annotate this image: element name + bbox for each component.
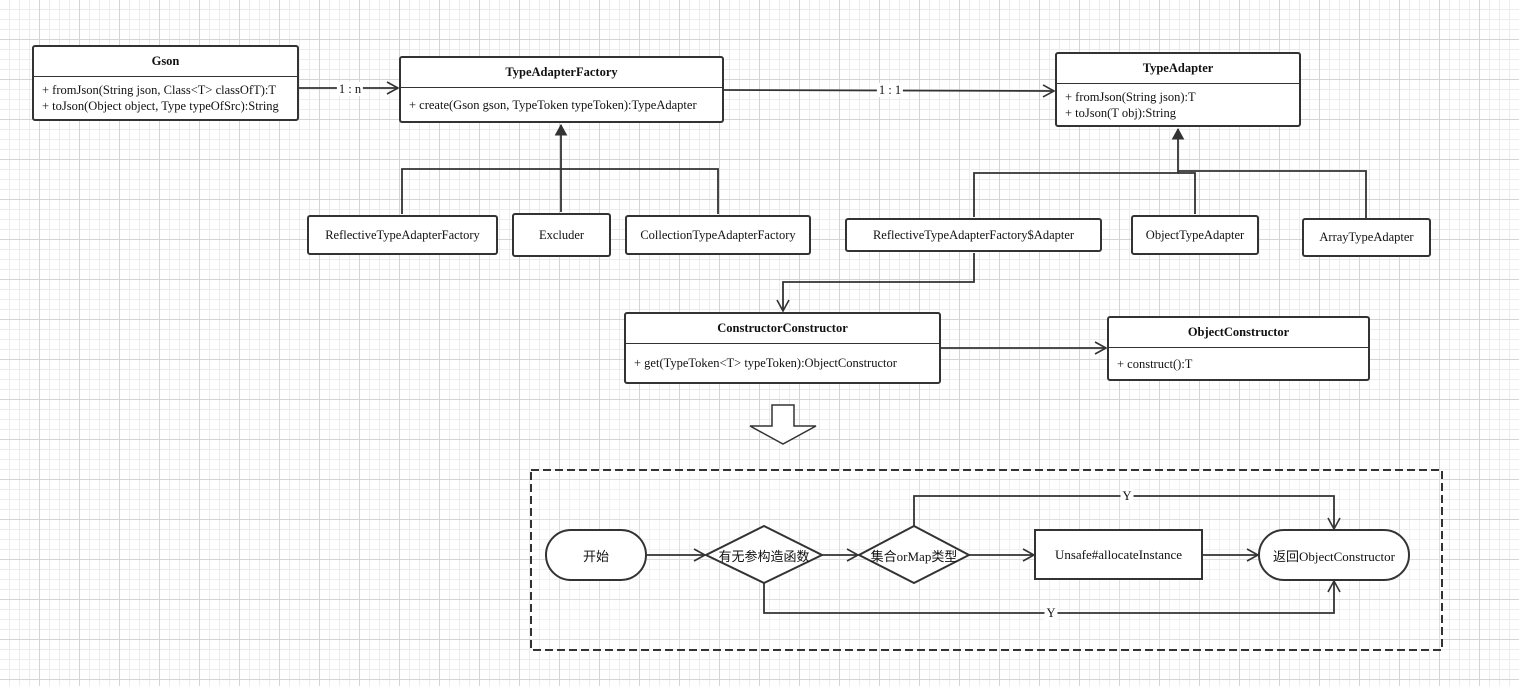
impl-object-type-adapter: ObjectTypeAdapter [1131,215,1259,255]
edge-reflective-factory-impl [401,125,561,214]
impl-reflective-type-adapter-factory: ReflectiveTypeAdapterFactory [307,215,498,255]
impl-array-type-adapter: ArrayTypeAdapter [1302,218,1431,257]
edge-reflective-adapter-impl [973,129,1178,217]
edge-array-adapter-impl [1178,170,1367,218]
class-type-adapter-factory-members: + create(Gson gson, TypeToken typeToken)… [401,88,722,121]
class-type-adapter-factory: TypeAdapterFactory + create(Gson gson, T… [399,56,724,123]
class-object-constructor: ObjectConstructor + construct():T [1107,316,1370,381]
class-type-adapter-name: TypeAdapter [1057,54,1299,84]
edge-object-adapter-impl [1178,172,1196,214]
class-object-constructor-member: + construct():T [1117,356,1193,371]
flow-yes-label-bottom: Y [1044,606,1058,620]
class-type-adapter: TypeAdapter + fromJson(String json):T + … [1055,52,1301,127]
class-gson-name: Gson [34,47,297,77]
class-object-constructor-name: ObjectConstructor [1109,318,1368,348]
flow-decision-2-shape [856,524,972,585]
impl-reflective-type-adapter-factory-adapter: ReflectiveTypeAdapterFactory$Adapter [845,218,1102,252]
class-constructor-constructor: ConstructorConstructor + get(TypeToken<T… [624,312,941,384]
down-arrow-shape [749,404,817,445]
flow-decision-collection-or-map: 集合orMap类型 [870,548,958,564]
class-type-adapter-member: + fromJson(String json):T [1065,89,1196,104]
class-gson-member: + fromJson(String json, Class<T> classOf… [42,83,276,97]
flow-yes-label-top: Y [1120,489,1134,503]
multiplicity-gson-factory: 1 : n [336,82,364,96]
flow-return-object-constructor: 返回ObjectConstructor [1272,548,1396,564]
class-object-constructor-members: + construct():T [1109,348,1368,379]
class-type-adapter-member: + toJson(T obj):String [1065,105,1176,120]
class-type-adapter-factory-name: TypeAdapterFactory [401,58,722,88]
class-type-adapter-members: + fromJson(String json):T + toJson(T obj… [1057,84,1299,125]
class-gson-member: + toJson(Object object, Type typeOfSrc):… [42,99,279,113]
multiplicity-factory-adapter: 1 : 1 [876,83,904,97]
class-constructor-constructor-members: + get(TypeToken<T> typeToken):ObjectCons… [626,344,939,382]
class-type-adapter-factory-member: + create(Gson gson, TypeToken typeToken)… [409,97,697,112]
class-constructor-constructor-name: ConstructorConstructor [626,314,939,344]
edge-collection-factory-impl [561,168,719,214]
impl-collection-type-adapter-factory: CollectionTypeAdapterFactory [625,215,811,255]
edge-adapter-constructor [776,253,975,313]
class-gson: Gson + fromJson(String json, Class<T> cl… [32,45,299,121]
flow-unsafe-allocate-instance: Unsafe#allocateInstance [1054,546,1183,562]
flow-start: 开始 [582,548,609,564]
flow-decision-no-arg-constructor: 有无参构造函数 [718,548,810,564]
impl-excluder: Excluder [512,213,611,257]
class-gson-members: + fromJson(String json, Class<T> classOf… [34,77,297,119]
class-constructor-constructor-member: + get(TypeToken<T> typeToken):ObjectCons… [634,356,897,370]
